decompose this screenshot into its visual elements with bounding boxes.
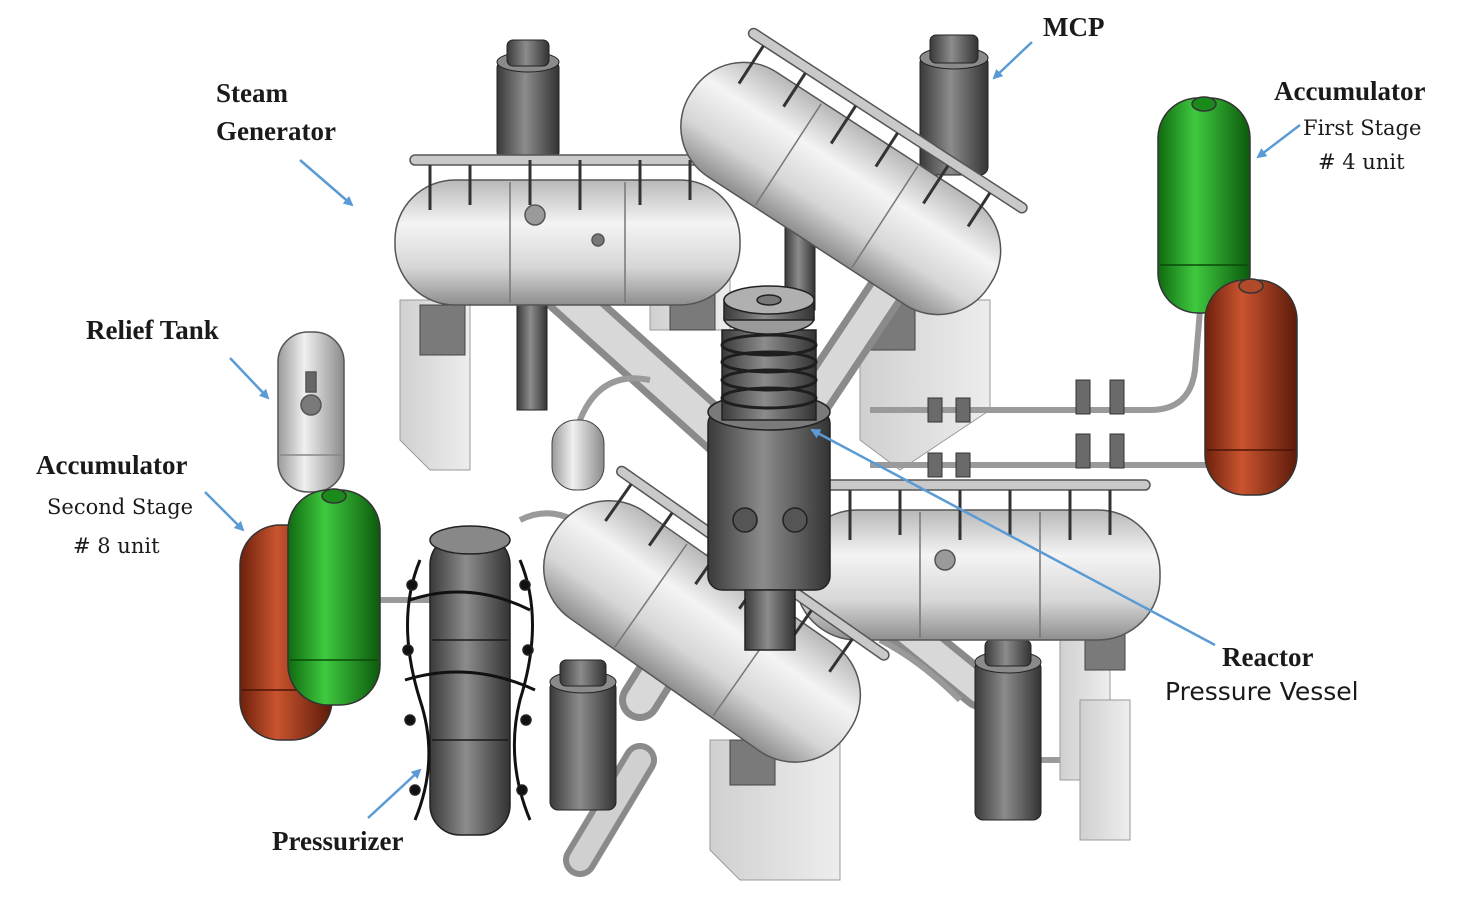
callout-arrows: [204, 41, 1301, 819]
label-mcp: MCP: [1043, 12, 1105, 42]
arrow-reactor: [810, 428, 1216, 647]
steam-generator-top-left: [394, 154, 741, 306]
label-pressurizer: Pressurizer: [272, 826, 404, 856]
accumulator-second-stage-tanks: [239, 488, 381, 741]
arrow-accumulator-second: [204, 491, 245, 532]
label-reactor-line2: Pressure Vessel: [1165, 677, 1359, 706]
label-reactor-line1: Reactor: [1222, 642, 1314, 672]
label-accumulator-first: Accumulator: [1274, 76, 1426, 106]
small-tank: [551, 419, 605, 491]
steam-generator-bottom-right: [794, 479, 1161, 641]
pressurizer-vessel: [402, 525, 536, 836]
arrow-accumulator-first: [1256, 124, 1301, 159]
label-accumulator-second: Accumulator: [36, 450, 188, 480]
valves: [927, 379, 1125, 478]
label-first-stage: First Stage: [1303, 116, 1422, 140]
label-steam-generator-line2: Generator: [216, 116, 336, 146]
steam-generator-top-right: [680, 27, 1028, 316]
arrow-pressurizer: [367, 768, 422, 819]
reactor-pressure-vessel: [707, 285, 831, 651]
label-second-units: # 8 unit: [73, 534, 160, 558]
arrow-mcp: [992, 41, 1033, 80]
label-second-stage: Second Stage: [47, 495, 194, 519]
label-steam-generator-line1: Steam: [216, 78, 288, 108]
accumulator-first-stage-tanks: [1157, 96, 1298, 496]
arrow-steam-generator: [299, 159, 354, 207]
relief-tank-vessel: [277, 331, 345, 493]
label-relief-tank: Relief Tank: [86, 315, 219, 345]
arrow-relief-tank: [229, 357, 270, 400]
label-first-units: # 4 unit: [1318, 150, 1405, 174]
